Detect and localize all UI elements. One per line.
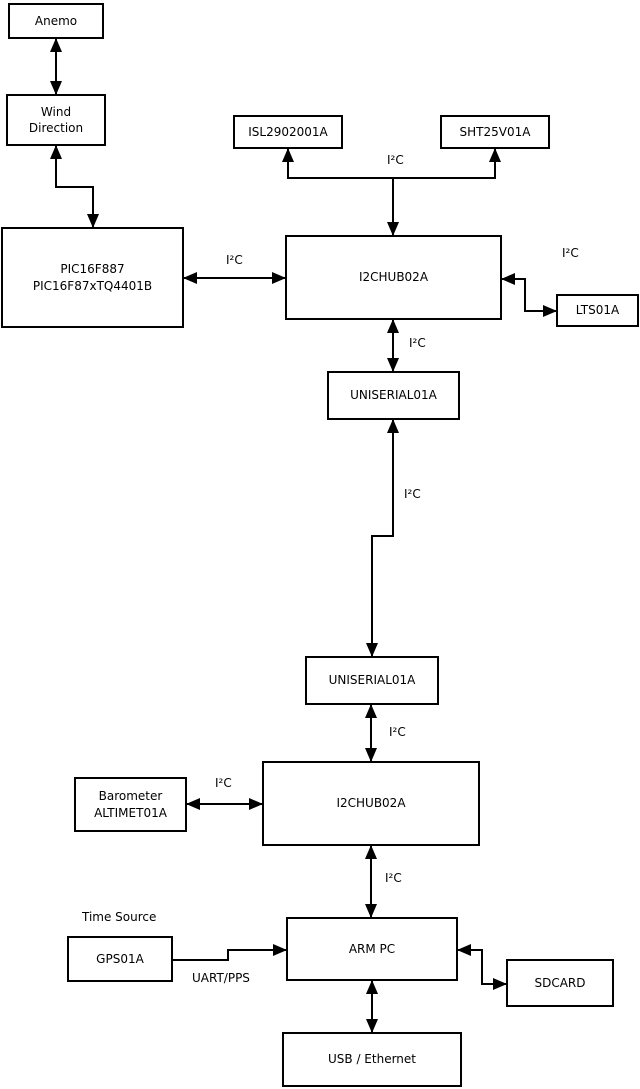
node-uniserial01a-lower: UNISERIAL01A bbox=[305, 656, 439, 705]
node-pic16f887: PIC16F887 PIC16F87xTQ4401B bbox=[1, 227, 184, 328]
edge-label-i2c-sensor-bus: I²C bbox=[387, 153, 404, 167]
node-isl2902001a: ISL2902001A bbox=[233, 115, 343, 149]
edge-label-i2c-uniserial-hub-lower: I²C bbox=[389, 725, 406, 739]
node-arm-pc: ARM PC bbox=[286, 917, 458, 981]
edge-uniserial-link bbox=[366, 419, 399, 657]
edge-label-i2c-hub-lts: I²C bbox=[562, 246, 579, 260]
edge-gps-armpc bbox=[173, 944, 287, 961]
node-barometer-altimet01a: Barometer ALTIMET01A bbox=[74, 777, 187, 832]
node-i2chub02a-upper: I2CHUB02A bbox=[285, 235, 502, 320]
edge-label-i2c-hub-armpc: I²C bbox=[385, 871, 402, 885]
edge-label-i2c-barometer-hub: I²C bbox=[215, 776, 232, 790]
node-sht25v01a: SHT25V01A bbox=[440, 115, 550, 149]
node-i2chub02a-lower: I2CHUB02A bbox=[262, 761, 480, 846]
edge-hub-upper-lts bbox=[501, 273, 557, 317]
node-lts01a: LTS01A bbox=[556, 294, 639, 327]
label-uart-pps: UART/PPS bbox=[192, 971, 250, 985]
edge-wind-pic bbox=[50, 145, 99, 228]
edge-label-i2c-pic-hub: I²C bbox=[226, 253, 243, 267]
label-time-source: Time Source bbox=[82, 910, 157, 924]
node-wind-direction: Wind Direction bbox=[6, 94, 106, 146]
edge-label-i2c-uniserial-link: I²C bbox=[404, 487, 421, 501]
node-usb-ethernet: USB / Ethernet bbox=[282, 1032, 462, 1087]
node-uniserial01a-upper: UNISERIAL01A bbox=[327, 371, 460, 420]
edge-label-i2c-hub-uniserial: I²C bbox=[409, 336, 426, 350]
node-sdcard: SDCARD bbox=[506, 959, 614, 1007]
edge-armpc-sdcard bbox=[457, 944, 507, 990]
node-anemo: Anemo bbox=[8, 3, 104, 39]
node-gps01a: GPS01A bbox=[67, 936, 173, 982]
